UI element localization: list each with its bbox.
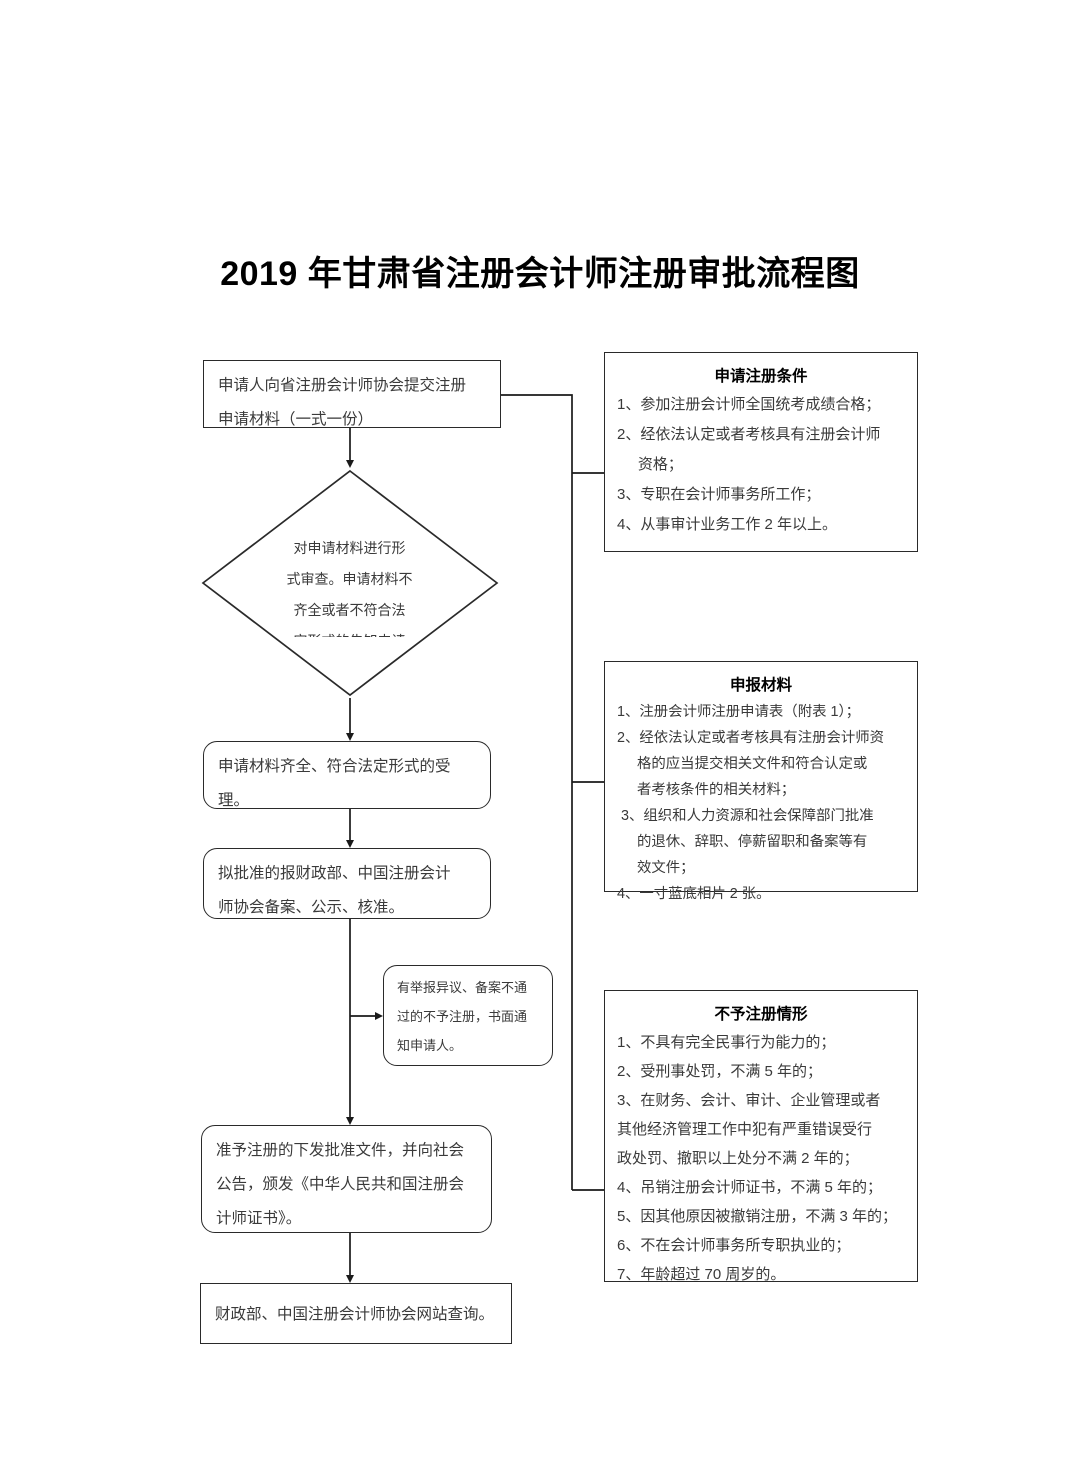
node-formal-review-diamond[interactable] (200, 468, 500, 698)
list-item: 4、一寸蓝底相片 2 张。 (617, 886, 771, 902)
node-accept-materials[interactable]: 申请材料齐全、符合法定形式的受 理。 (203, 741, 491, 809)
node-submit-application-text: 申请人向省注册会计师协会提交注册 申请材料（一式一份） (218, 377, 467, 428)
panel-refusal-circumstances-title: 不予注册情形 (714, 1006, 808, 1023)
list-item: 3、组织和人力资源和社会保障部门批准 的退休、辞职、停薪留职和备案等有 效文件； (621, 808, 874, 876)
panel-submission-materials-list: 1、注册会计师注册申请表（附表 1）； 2、经依法认定或者考核具有注册会计师资 格… (605, 699, 917, 907)
node-accept-materials-text: 申请材料齐全、符合法定形式的受 理。 (218, 758, 451, 809)
panel-submission-materials: 申报材料 1、注册会计师注册申请表（附表 1）； 2、经依法认定或者考核具有注册会… (604, 661, 918, 902)
node-website-query[interactable]: 财政部、中国注册会计师协会网站查询。 (200, 1283, 512, 1344)
panel-registration-conditions: 申请注册条件 1、参加注册会计师全国统考成绩合格； 2、经依法认定或者考核具有注册… (604, 352, 918, 552)
page-title: 2019 年甘肃省注册会计师注册审批流程图 (220, 255, 860, 293)
list-item: 2、经依法认定或者考核具有注册会计师 资格； (617, 426, 881, 473)
list-item: 4、吊销注册会计师证书，不满 5 年的； (617, 1179, 883, 1196)
list-item: 7、年龄超过 70 周岁的。 (617, 1266, 786, 1283)
panel-refusal-circumstances: 不予注册情形 1、不具有完全民事行为能力的； 2、受刑事处罚，不满 5 年的； 3、… (604, 990, 918, 1283)
node-issue-certificate-text: 准予注册的下发批准文件，并向社会 公告，颁发《中华人民共和国注册会 计师证书》。 (216, 1142, 465, 1227)
panel-refusal-circumstances-list: 1、不具有完全民事行为能力的； 2、受刑事处罚，不满 5 年的； 3、在财务、会计、… (605, 1028, 917, 1289)
node-approve-filing[interactable]: 拟批准的报财政部、中国注册会计 师协会备案、公示、核准。 (203, 848, 491, 919)
node-approve-filing-text: 拟批准的报财政部、中国注册会计 师协会备案、公示、核准。 (218, 865, 451, 916)
node-reject-notice-text: 有举报异议、备案不通 过的不予注册，书面通 知申请人。 (397, 980, 528, 1053)
node-reject-notice[interactable]: 有举报异议、备案不通 过的不予注册，书面通 知申请人。 (383, 965, 553, 1066)
panel-submission-materials-title: 申报材料 (729, 677, 792, 694)
panel-registration-conditions-title: 申请注册条件 (714, 368, 808, 385)
panel-bus-line (501, 394, 573, 1190)
node-submit-application[interactable]: 申请人向省注册会计师协会提交注册 申请材料（一式一份） (203, 360, 501, 428)
list-item: 1、不具有完全民事行为能力的； (617, 1034, 836, 1051)
node-website-query-text: 财政部、中国注册会计师协会网站查询。 (215, 1306, 495, 1323)
list-item: 3、在财务、会计、审计、企业管理或者 其他经济管理工作中犯有严重错误受行 政处罚… (617, 1092, 881, 1167)
list-item: 1、参加注册会计师全国统考成绩合格； (617, 396, 881, 413)
list-item: 4、从事审计业务工作 2 年以上。 (617, 516, 838, 533)
node-issue-certificate[interactable]: 准予注册的下发批准文件，并向社会 公告，颁发《中华人民共和国注册会 计师证书》。 (201, 1125, 492, 1233)
panel-registration-conditions-list: 1、参加注册会计师全国统考成绩合格； 2、经依法认定或者考核具有注册会计师 资格；… (605, 390, 917, 540)
diamond-shape (201, 469, 499, 697)
list-item: 3、专职在会计师事务所工作； (617, 486, 821, 503)
list-item: 5、因其他原因被撤销注册，不满 3 年的； (617, 1208, 898, 1225)
list-item: 1、注册会计师注册申请表（附表 1）； (617, 704, 861, 720)
list-item: 2、受刑事处罚，不满 5 年的； (617, 1063, 823, 1080)
list-item: 6、不在会计师事务所专职执业的； (617, 1237, 851, 1254)
node-formal-review-text: 对申请材料进行形 式审查。申请材料不 齐全或者不符合法 定形式的告知申请 (286, 540, 413, 637)
list-item: 2、经依法认定或者考核具有注册会计师资 格的应当提交相关文件和符合认定或 者考核… (617, 730, 885, 798)
